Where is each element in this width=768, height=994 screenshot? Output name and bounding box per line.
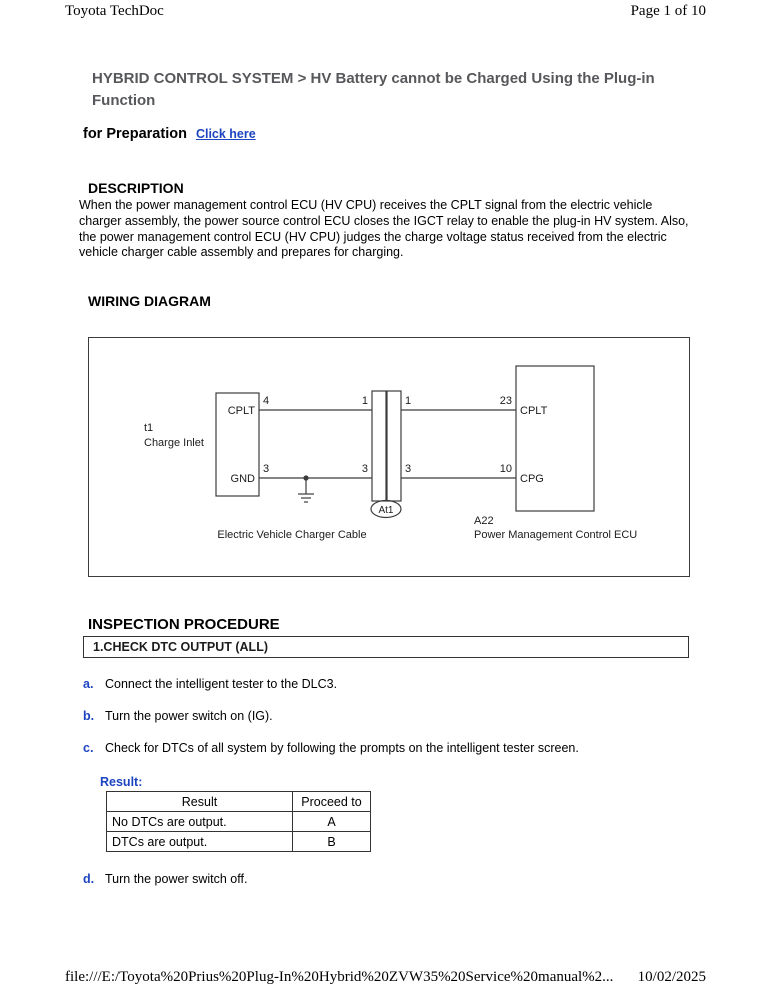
check-dtc-title: 1.CHECK DTC OUTPUT (ALL) bbox=[83, 636, 689, 658]
inlet-name-label: Charge Inlet bbox=[144, 437, 204, 449]
step-letter: d. bbox=[83, 872, 95, 886]
ecu-id-label: A22 bbox=[474, 515, 494, 527]
page-title: HYBRID CONTROL SYSTEM > HV Battery canno… bbox=[92, 70, 655, 109]
ecu-pin-cpg-number: 10 bbox=[500, 463, 512, 475]
step-text: Connect the intelligent tester to the DL… bbox=[105, 677, 338, 691]
step-item-b: b. Turn the power switch on (IG). bbox=[83, 709, 273, 723]
connector-id-oval bbox=[370, 499, 402, 519]
step-text: Turn the power switch off. bbox=[105, 872, 248, 886]
wiring-diagram-svg: t1 Charge Inlet CPLT GND 4 3 1 1 3 3 23 … bbox=[144, 365, 637, 541]
wiring-heading: WIRING DIAGRAM bbox=[88, 293, 211, 309]
step-letter: a. bbox=[83, 677, 94, 691]
proceed-column-header: Proceed to bbox=[292, 791, 371, 812]
result-label: Result: bbox=[100, 775, 143, 789]
table-row: No DTCs are output. A bbox=[106, 811, 371, 832]
step-item-d: d. Turn the power switch off. bbox=[83, 872, 247, 886]
ecu-pin-cplt-label: CPLT bbox=[520, 405, 548, 417]
proceed-cell: B bbox=[292, 831, 371, 852]
preparation-link[interactable]: Click here bbox=[195, 127, 256, 141]
proceed-cell: A bbox=[292, 811, 371, 832]
doc-app-title: Toyota TechDoc bbox=[65, 3, 164, 19]
inlet-pin-gnd-label: GND bbox=[231, 473, 256, 485]
step-letter: b. bbox=[83, 709, 95, 723]
conn-pin1-right-label: 1 bbox=[405, 395, 411, 407]
charge-inlet-box bbox=[215, 392, 260, 497]
conn-pin1-left-label: 1 bbox=[362, 395, 368, 407]
file-path: file:///E:/Toyota%20Prius%20Plug-In%20Hy… bbox=[65, 969, 614, 985]
preparation-row: for Preparation Click here bbox=[83, 126, 256, 142]
result-cell: DTCs are output. bbox=[106, 831, 293, 852]
result-column-header: Result bbox=[106, 791, 293, 812]
step-item-c: c. Check for DTCs of all system by follo… bbox=[83, 741, 579, 755]
ecu-box bbox=[515, 365, 595, 512]
description-body: When the power management control ECU (H… bbox=[79, 198, 689, 260]
print-footer: file:///E:/Toyota%20Prius%20Plug-In%20Hy… bbox=[65, 969, 706, 986]
table-header-row: Result Proceed to bbox=[106, 791, 371, 812]
print-header: Toyota TechDoc Page 1 of 10 bbox=[65, 3, 706, 20]
wiring-diagram: t1 Charge Inlet CPLT GND 4 3 1 1 3 3 23 … bbox=[88, 337, 690, 577]
page-number: Page 1 of 10 bbox=[630, 3, 706, 19]
conn-pin3-left-label: 3 bbox=[362, 463, 368, 475]
ecu-pin-cpg-label: CPG bbox=[520, 473, 544, 485]
connector-id-label: At1 bbox=[378, 505, 393, 516]
conn-pin3-right-label: 3 bbox=[405, 463, 411, 475]
result-cell: No DTCs are output. bbox=[106, 811, 293, 832]
ground-junction-dot bbox=[303, 475, 309, 481]
ecu-name-label: Power Management Control ECU bbox=[474, 529, 637, 541]
connector-half-left bbox=[371, 390, 387, 502]
inlet-pin-cplt-label: CPLT bbox=[228, 405, 256, 417]
step-text: Check for DTCs of all system by followin… bbox=[105, 741, 579, 755]
step-text: Turn the power switch on (IG). bbox=[105, 709, 273, 723]
description-heading: DESCRIPTION bbox=[88, 180, 184, 196]
print-date: 10/02/2025 bbox=[637, 969, 706, 985]
table-row: DTCs are output. B bbox=[106, 831, 371, 852]
pin-number-gnd: 3 bbox=[263, 463, 269, 475]
ecu-pin-cplt-number: 23 bbox=[500, 395, 512, 407]
preparation-label: for Preparation bbox=[83, 126, 187, 142]
inlet-id-label: t1 bbox=[144, 422, 153, 434]
cable-label: Electric Vehicle Charger Cable bbox=[217, 529, 366, 541]
connector-half-right bbox=[386, 390, 402, 502]
step-item-a: a. Connect the intelligent tester to the… bbox=[83, 677, 337, 691]
inspection-heading: INSPECTION PROCEDURE bbox=[88, 616, 280, 633]
result-table: Result Proceed to No DTCs are output. A … bbox=[106, 791, 371, 852]
step-letter: c. bbox=[83, 741, 94, 755]
pin-number-cplt: 4 bbox=[263, 395, 269, 407]
